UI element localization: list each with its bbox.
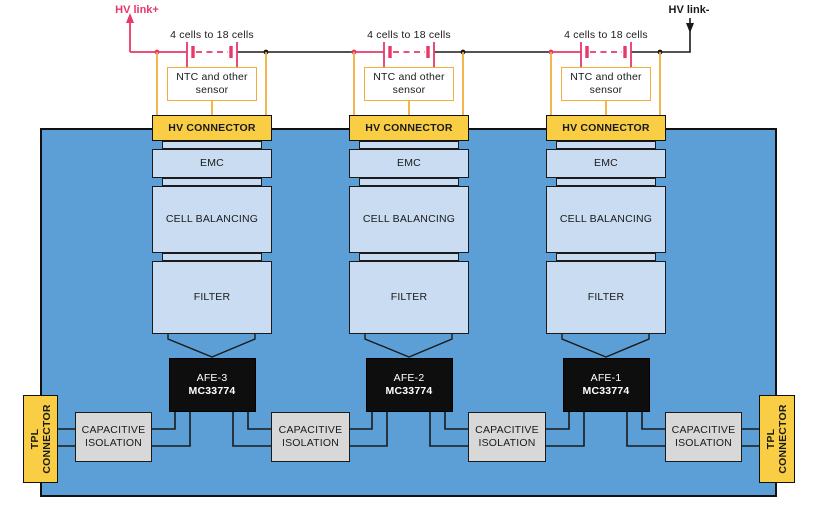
capacitive-isolation-box: CAPACITIVE ISOLATION <box>271 412 350 462</box>
ntc-sensor-box: NTC and other sensor <box>167 67 257 101</box>
afe-name: AFE-2 <box>393 372 425 384</box>
tpl-connector-box: TPL CONNECTOR <box>759 395 795 483</box>
tpl-line2: CONNECTOR <box>40 404 53 474</box>
connector-strip <box>556 178 656 186</box>
filter-box: FILTER <box>349 261 469 334</box>
cells-range-label: 4 cells to 18 cells <box>367 28 451 41</box>
tpl-line2: CONNECTOR <box>777 404 789 474</box>
connector-strip <box>162 178 262 186</box>
cells-range-label: 4 cells to 18 cells <box>170 28 254 41</box>
hv-connector-box: HV CONNECTOR <box>152 115 272 141</box>
cell-balancing-box: CELL BALANCING <box>152 186 272 253</box>
afe-part-number: MC33774 <box>385 385 433 397</box>
connector-strip <box>162 141 262 149</box>
cell-balancing-box: CELL BALANCING <box>546 186 666 253</box>
capacitive-isolation-box: CAPACITIVE ISOLATION <box>665 412 742 462</box>
filter-box: FILTER <box>152 261 272 334</box>
cell-balancing-box: CELL BALANCING <box>349 186 469 253</box>
ntc-line1: NTC and other <box>373 71 445 83</box>
ntc-line2: sensor <box>392 84 426 96</box>
afe-chip: AFE-1 MC33774 <box>562 358 650 412</box>
cap-iso-line1: CAPACITIVE <box>278 424 343 436</box>
hv-link-minus-label: HV link- <box>668 4 710 16</box>
emc-box: EMC <box>546 149 666 178</box>
ntc-line2: sensor <box>195 84 229 96</box>
cap-iso-line1: CAPACITIVE <box>475 424 539 436</box>
hv-connector-box: HV CONNECTOR <box>546 115 666 141</box>
afe-chip: AFE-2 MC33774 <box>365 358 453 412</box>
tpl-connector-label: TPL CONNECTOR <box>29 396 53 482</box>
emc-box: EMC <box>349 149 469 178</box>
ntc-line2: sensor <box>589 84 623 96</box>
connector-strip <box>162 253 262 261</box>
tpl-connector-label: TPL CONNECTOR <box>765 396 789 482</box>
cap-iso-line1: CAPACITIVE <box>81 424 146 436</box>
filter-box: FILTER <box>546 261 666 334</box>
cap-iso-line2: ISOLATION <box>84 437 143 449</box>
connector-strip <box>359 253 459 261</box>
afe-name: AFE-1 <box>590 372 622 384</box>
tpl-line1: TPL <box>765 428 777 450</box>
ntc-line1: NTC and other <box>570 71 642 83</box>
afe-chip: AFE-3 MC33774 <box>168 358 256 412</box>
cap-iso-line2: ISOLATION <box>674 437 733 449</box>
connector-strip <box>359 178 459 186</box>
capacitive-isolation-box: CAPACITIVE ISOLATION <box>75 412 152 462</box>
cap-iso-line2: ISOLATION <box>281 437 340 449</box>
afe-part-number: MC33774 <box>188 385 236 397</box>
connector-strip <box>556 141 656 149</box>
cells-range-label: 4 cells to 18 cells <box>564 28 648 41</box>
connector-strip <box>556 253 656 261</box>
afe-part-number: MC33774 <box>582 385 630 397</box>
emc-box: EMC <box>152 149 272 178</box>
hv-connector-box: HV CONNECTOR <box>349 115 469 141</box>
tpl-line1: TPL <box>28 428 41 450</box>
cap-iso-line1: CAPACITIVE <box>671 424 736 436</box>
connector-strip <box>359 141 459 149</box>
ntc-sensor-box: NTC and other sensor <box>561 67 651 101</box>
ntc-line1: NTC and other <box>176 71 248 83</box>
hv-link-plus-label: HV link+ <box>115 4 159 16</box>
afe-name: AFE-3 <box>196 372 228 384</box>
cap-iso-line2: ISOLATION <box>478 437 536 449</box>
tpl-connector-box: TPL CONNECTOR <box>23 395 58 483</box>
capacitive-isolation-box: CAPACITIVE ISOLATION <box>468 412 546 462</box>
ntc-sensor-box: NTC and other sensor <box>364 67 454 101</box>
